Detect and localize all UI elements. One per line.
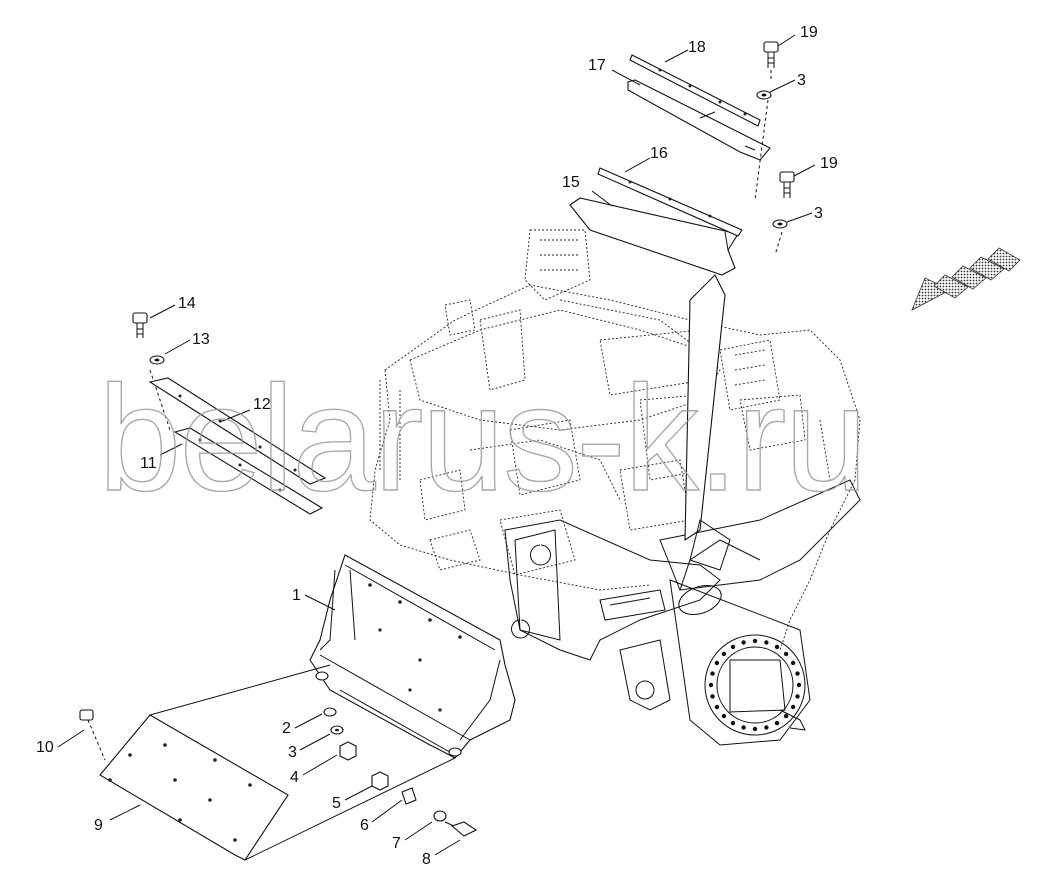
strip-16 <box>597 167 743 237</box>
flange-bolt-hole <box>795 671 800 676</box>
washer-2 <box>323 707 337 717</box>
callout-6: 6 <box>360 817 369 834</box>
callout-3: 3 <box>288 744 297 761</box>
callout-2: 2 <box>282 720 291 737</box>
flange-bolt-hole <box>783 713 789 719</box>
flange-bolt-hole <box>714 704 720 710</box>
nut-5 <box>371 771 389 791</box>
washer-3-upper <box>756 90 772 100</box>
flange-bolt-holes <box>708 638 802 732</box>
flange-bolt-hole <box>795 694 800 699</box>
callout-7: 7 <box>392 835 401 852</box>
callout-5: 5 <box>332 795 341 812</box>
callout-3: 3 <box>797 72 806 89</box>
callout-12: 12 <box>253 396 271 413</box>
bolt-14 <box>132 312 148 338</box>
callout-19: 19 <box>800 24 818 41</box>
flange-bolt-hole <box>774 720 780 726</box>
plate-15 <box>569 197 739 276</box>
direction-arrow-icon <box>911 247 1021 311</box>
bottom-plate-9 <box>99 664 456 861</box>
bolt-10 <box>79 709 106 761</box>
strip-12 <box>148 377 327 485</box>
callout-labels: 1 2 3 3 3 4 5 6 7 8 9 10 11 12 13 14 15 … <box>36 24 838 868</box>
flange-bolt-hole <box>790 660 796 666</box>
flange-bolt-hole <box>764 640 769 645</box>
washer-13 <box>149 355 165 365</box>
flange-bolt-hole <box>708 682 714 688</box>
callout-9: 9 <box>94 817 103 834</box>
callout-19: 19 <box>820 155 838 172</box>
flange-bolt-hole <box>796 682 802 688</box>
callout-16: 16 <box>650 145 668 162</box>
nut-4 <box>339 741 357 761</box>
flange-bolt-hole <box>741 725 746 730</box>
flange-bolt-hole <box>730 720 736 726</box>
leader-lines <box>57 34 816 856</box>
assembly-line-13 <box>149 369 171 431</box>
callout-8: 8 <box>422 851 431 868</box>
washer-3-lower <box>772 219 788 229</box>
flange-bolt-hole <box>741 640 746 645</box>
strip-11 <box>173 427 324 515</box>
flange-bolt-hole <box>752 726 758 732</box>
callout-14: 14 <box>178 295 196 312</box>
callout-11: 11 <box>140 455 157 472</box>
flange-bolt-hole <box>710 694 715 699</box>
tractor-frame-outline <box>369 229 861 651</box>
callout-1: 1 <box>292 587 301 604</box>
flange-bolt-hole <box>721 713 727 719</box>
front-shield-1 <box>309 554 516 759</box>
flange-bolt-hole <box>710 671 715 676</box>
strip-18 <box>629 54 761 127</box>
flange-bolt-hole <box>730 644 736 650</box>
callout-4: 4 <box>290 769 299 786</box>
watermark-text: belarus-k.ru <box>98 354 866 522</box>
washer-3-left <box>330 725 344 735</box>
flange-bolt-hole <box>774 644 780 650</box>
washer-7 <box>433 810 447 822</box>
flange-bolt-hole <box>783 651 789 657</box>
callout-15: 15 <box>562 174 580 191</box>
bolt-8 <box>444 821 478 837</box>
callout-17: 17 <box>588 57 606 74</box>
callout-3: 3 <box>814 205 823 222</box>
vertical-shield-strip <box>684 274 731 571</box>
callout-18: 18 <box>688 39 706 56</box>
callout-13: 13 <box>192 331 210 348</box>
flange-bolt-hole <box>764 725 769 730</box>
bolt-19-lower <box>774 171 795 256</box>
callout-10: 10 <box>36 739 54 756</box>
spacer-6 <box>401 787 417 805</box>
bolt-19-upper <box>754 41 779 201</box>
flange-bolt-hole <box>752 638 758 644</box>
flange-bolt-hole <box>790 704 796 710</box>
tractor-frame-body <box>504 479 861 746</box>
flange-bolt-hole <box>721 651 727 657</box>
flange-bolt-hole <box>714 660 720 666</box>
